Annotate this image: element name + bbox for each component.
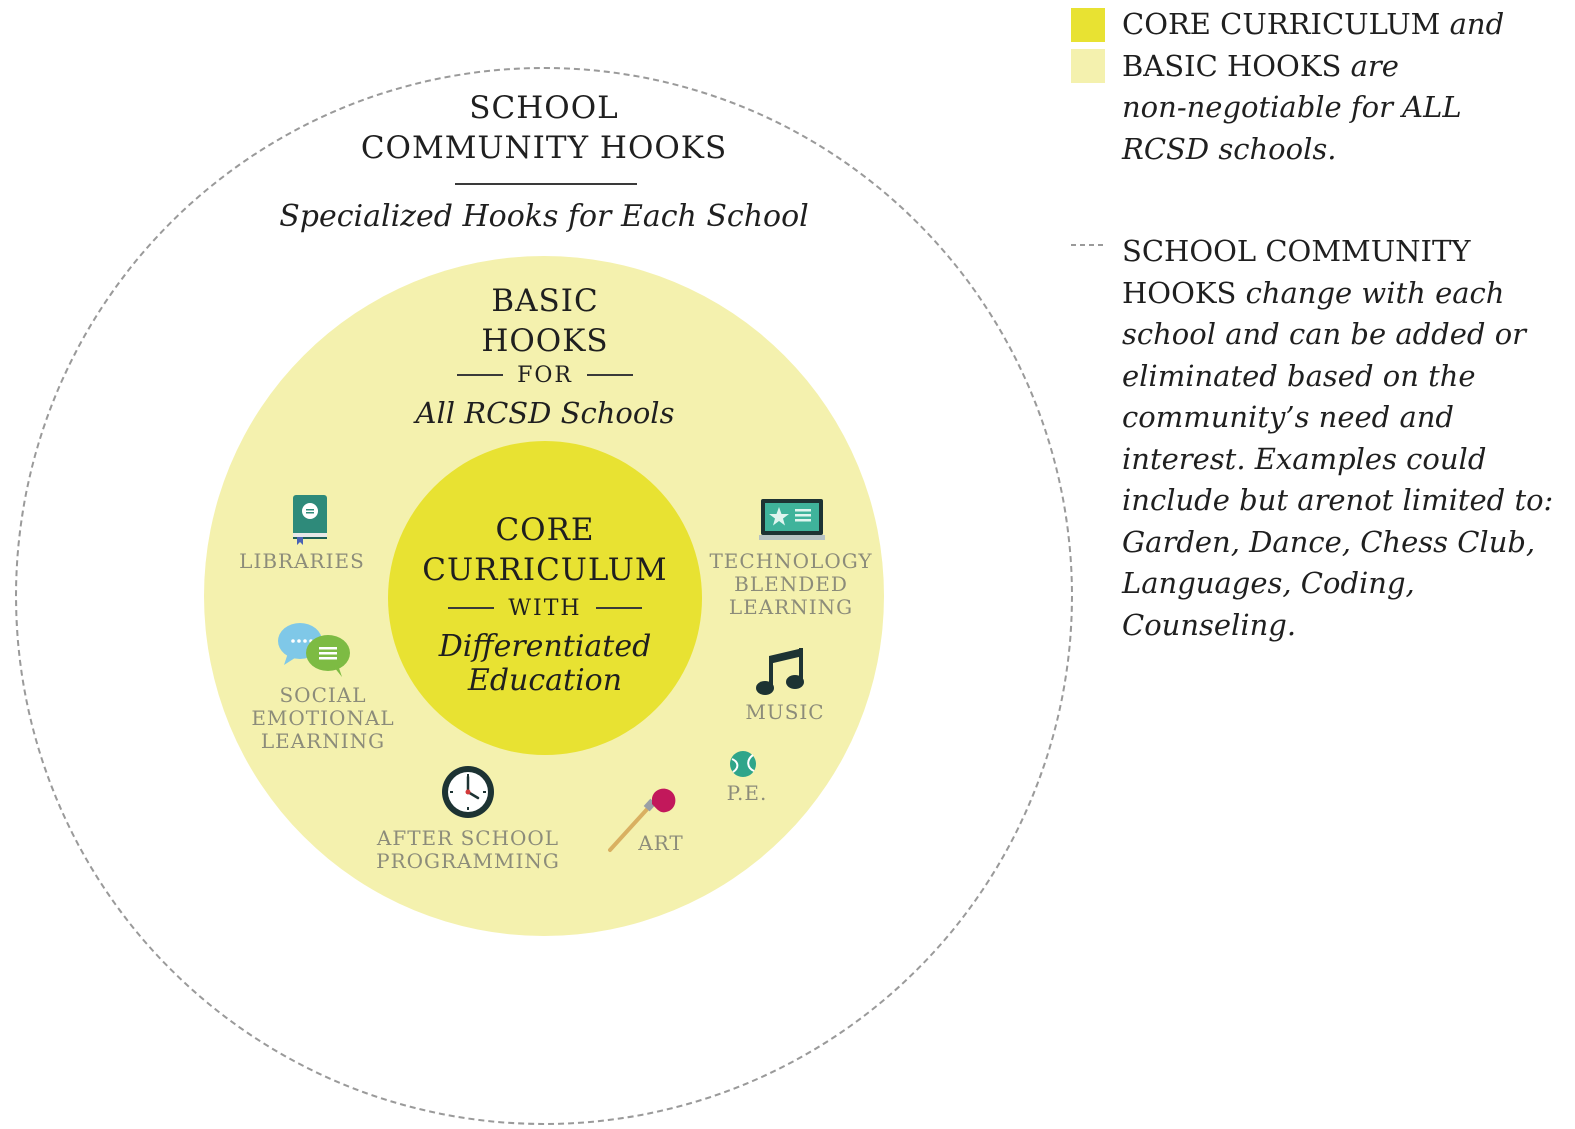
legend-text: include but arenot limited to: xyxy=(1122,483,1554,517)
legend-hooks-label: HOOKS xyxy=(1122,275,1237,310)
legend-basic-swatch xyxy=(1071,49,1105,83)
hook-music-label: MUSIC xyxy=(745,700,825,724)
legend-text: change with each xyxy=(1236,275,1505,310)
core-subtitle-line2: Education xyxy=(467,663,623,698)
legend-text: interest. Examples could xyxy=(1122,441,1487,476)
hook-social-line1: SOCIAL xyxy=(279,683,367,707)
core-title-line1: CORE xyxy=(495,512,595,548)
tennis-ball-icon xyxy=(730,751,756,777)
hook-after-school-label: AFTER SCHOOL PROGRAMMING xyxy=(360,827,576,873)
legend-text: eliminated based on the xyxy=(1122,358,1476,393)
speech-bubbles-icon xyxy=(278,623,350,677)
hook-libraries-label: LIBRARIES xyxy=(239,549,365,573)
legend-community-label: SCHOOL COMMUNITY xyxy=(1122,234,1471,268)
basic-title-line2: HOOKS xyxy=(481,323,609,359)
outer-divider xyxy=(455,183,637,185)
outer-title: SCHOOL COMMUNITY HOOKS xyxy=(344,88,744,168)
legend-core-swatch xyxy=(1071,8,1105,42)
hook-after-school-line1: AFTER SCHOOL xyxy=(376,826,560,850)
outer-title-line2: COMMUNITY HOOKS xyxy=(360,130,728,166)
legend-text: community’s need and xyxy=(1122,400,1454,434)
legend-text: are xyxy=(1341,48,1399,83)
outer-subtitle: Specialized Hooks for Each School xyxy=(279,199,809,234)
basic-title-line1: BASIC xyxy=(491,283,599,319)
basic-subtitle: All RCSD Schools xyxy=(415,396,675,430)
basic-title: BASIC HOOKS xyxy=(420,281,670,361)
hook-technology-line3: LEARNING xyxy=(728,595,854,619)
legend-non-negotiable-text: CORE CURRICULUM and BASIC HOOKS are non-… xyxy=(1122,4,1562,170)
legend-community-hooks-text: SCHOOL COMMUNITY HOOKS change with each … xyxy=(1122,231,1572,646)
basic-connector: FOR xyxy=(430,360,660,390)
legend-dashed-line xyxy=(1071,244,1105,246)
divider xyxy=(448,607,495,609)
core-title-line2: CURRICULUM xyxy=(422,552,668,588)
outer-title-line1: SCHOOL xyxy=(469,90,619,126)
legend-text: Garden, Dance, Chess Club, xyxy=(1122,524,1536,559)
legend-text: non-negotiable for ALL xyxy=(1122,90,1462,124)
hook-social-emotional-label: SOCIAL EMOTIONAL LEARNING xyxy=(238,684,408,753)
legend-text: Counseling. xyxy=(1122,607,1297,642)
music-note-icon xyxy=(756,648,804,695)
core-subtitle-line1: Differentiated xyxy=(438,629,652,664)
clock-icon xyxy=(442,766,494,818)
hook-after-school-line2: PROGRAMMING xyxy=(376,849,560,873)
legend-basic-label: BASIC HOOKS xyxy=(1122,48,1342,83)
divider xyxy=(457,374,504,376)
legend-core-label: CORE CURRICULUM xyxy=(1122,7,1441,41)
core-connector: WITH xyxy=(420,593,670,623)
hook-art-label: ART xyxy=(638,831,684,855)
school-community-hooks-circle xyxy=(15,67,1073,1125)
basic-connector-text: FOR xyxy=(517,362,573,388)
hook-pe-label: P.E. xyxy=(726,781,768,805)
core-title: CORE CURRICULUM xyxy=(395,510,695,590)
book-icon xyxy=(293,495,327,545)
legend-text: school and can be added or xyxy=(1122,317,1527,351)
hook-technology-line2: BLENDED xyxy=(734,572,848,596)
core-curriculum-circle xyxy=(388,441,702,755)
divider xyxy=(595,607,642,609)
hook-technology-label: TECHNOLOGY BLENDED LEARNING xyxy=(700,550,882,619)
legend-text: and xyxy=(1440,7,1505,41)
chalkboard-icon xyxy=(759,499,825,540)
legend-text: Languages, Coding, xyxy=(1122,566,1415,600)
hook-technology-line1: TECHNOLOGY xyxy=(709,549,873,573)
legend-text: RCSD schools. xyxy=(1122,131,1337,166)
paintbrush-icon xyxy=(608,788,676,852)
core-subtitle: Differentiated Education xyxy=(395,630,695,698)
divider xyxy=(586,374,633,376)
hook-social-line2: EMOTIONAL xyxy=(251,706,395,730)
hook-social-line3: LEARNING xyxy=(260,729,386,753)
core-connector-text: WITH xyxy=(508,595,582,621)
